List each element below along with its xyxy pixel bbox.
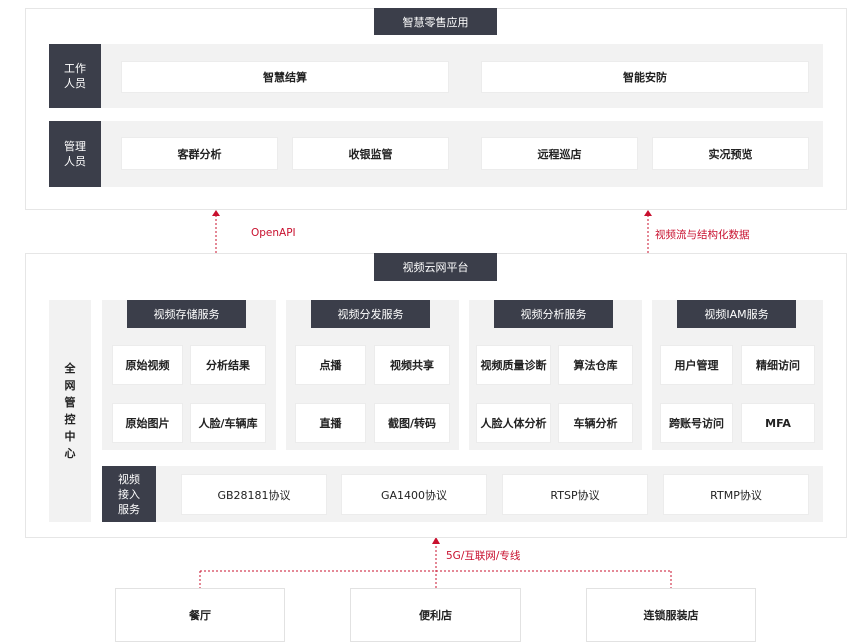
storage-raw-images[interactable]: 原始图片 [112,403,183,443]
app-customer-analysis[interactable]: 客群分析 [121,137,278,170]
distribution-snapshot-transcode[interactable]: 截图/转码 [374,403,450,443]
retail-apps-title: 智慧零售应用 [374,8,497,35]
service-distribution-title: 视频分发服务 [311,300,430,328]
protocol-rtmp[interactable]: RTMP协议 [663,474,809,515]
openapi-arrow-icon [212,210,220,216]
iam-user-management[interactable]: 用户管理 [660,345,733,385]
network-arrow-icon [432,537,440,544]
distribution-live[interactable]: 直播 [295,403,366,443]
service-iam-title: 视频IAM服务 [677,300,796,328]
storage-raw-video[interactable]: 原始视频 [112,345,183,385]
stream-label: 视频流与结构化数据 [655,229,750,241]
stream-arrow-icon [644,210,652,216]
network-label: 5G/互联网/专线 [446,550,521,562]
service-storage-title: 视频存储服务 [127,300,246,328]
staff-label: 工作 人员 [49,44,101,108]
app-remote-patrol[interactable]: 远程巡店 [481,137,638,170]
analysis-face-body[interactable]: 人脸人体分析 [476,403,551,443]
manager-label: 管理 人员 [49,121,101,187]
store-clothing-chain[interactable]: 连锁服装店 [586,588,756,642]
iam-fine-grained-access[interactable]: 精细访问 [741,345,815,385]
store-convenience[interactable]: 便利店 [350,588,521,642]
protocol-gb28181[interactable]: GB28181协议 [181,474,327,515]
openapi-label: OpenAPI [251,227,296,239]
storage-analysis-results[interactable]: 分析结果 [190,345,266,385]
analysis-algorithm-warehouse[interactable]: 算法仓库 [558,345,633,385]
analysis-quality-diagnosis[interactable]: 视频质量诊断 [476,345,551,385]
analysis-vehicle[interactable]: 车辆分析 [558,403,633,443]
storage-face-vehicle-db[interactable]: 人脸/车辆库 [190,403,266,443]
iam-mfa[interactable]: MFA [741,403,815,443]
distribution-on-demand[interactable]: 点播 [295,345,366,385]
app-cashier-monitoring[interactable]: 收银监管 [292,137,449,170]
service-analysis-title: 视频分析服务 [494,300,613,328]
app-smart-checkout[interactable]: 智慧结算 [121,61,449,93]
app-live-preview[interactable]: 实况预览 [652,137,809,170]
platform-title: 视频云网平台 [374,253,497,281]
iam-cross-account-access[interactable]: 跨账号访问 [660,403,733,443]
protocol-rtsp[interactable]: RTSP协议 [502,474,648,515]
app-smart-security[interactable]: 智能安防 [481,61,809,93]
access-service-label: 视频 接入 服务 [102,466,156,522]
network-control-center: 全 网 管 控 中 心 [49,300,91,522]
store-restaurant[interactable]: 餐厅 [115,588,285,642]
distribution-video-sharing[interactable]: 视频共享 [374,345,450,385]
protocol-ga1400[interactable]: GA1400协议 [341,474,487,515]
